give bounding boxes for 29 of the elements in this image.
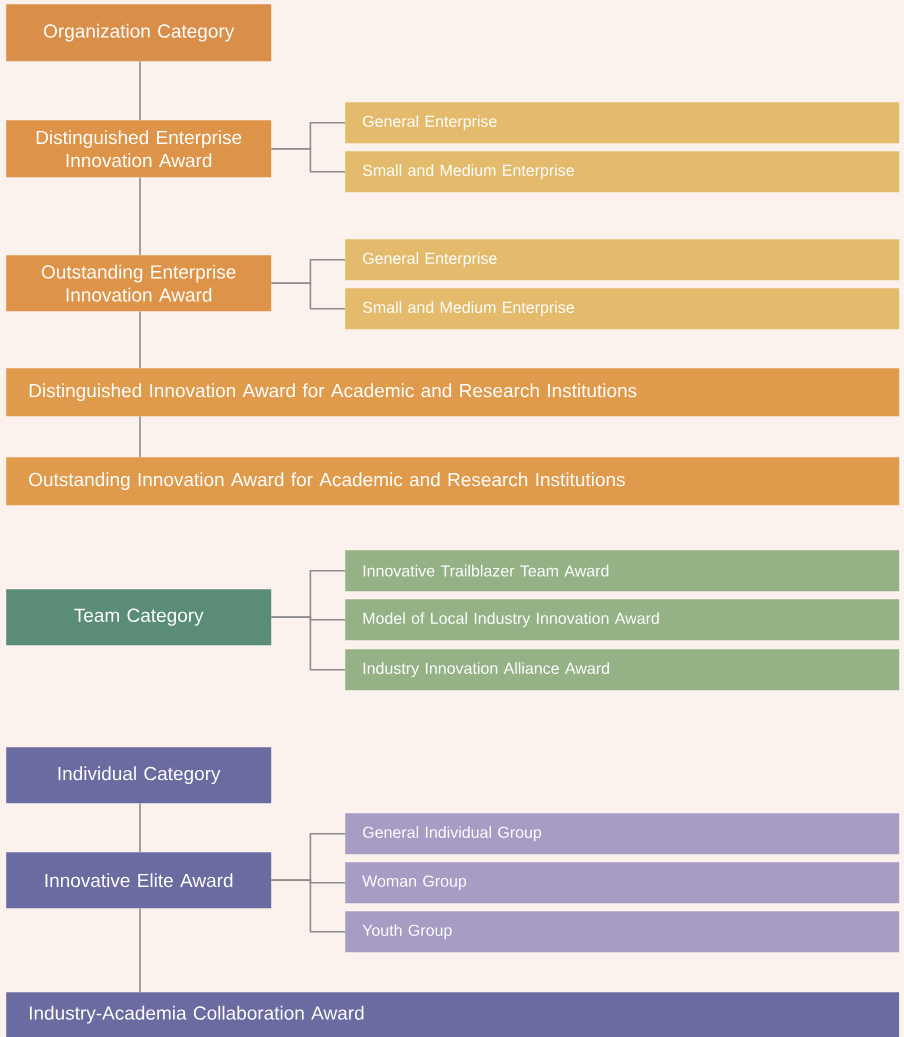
connector-line bbox=[139, 415, 141, 458]
connector-line bbox=[139, 176, 141, 256]
subcategory-box: General Enterprise bbox=[345, 102, 900, 144]
connector-line bbox=[139, 907, 141, 993]
subcategory-box: General Individual Group bbox=[345, 813, 900, 855]
connector-line bbox=[139, 310, 141, 369]
bracket-line bbox=[270, 879, 346, 933]
category-box: Individual Category bbox=[6, 747, 272, 804]
subcategory-box: Innovative Trailblazer Team Award bbox=[345, 550, 900, 592]
subcategory-box: Youth Group bbox=[345, 911, 900, 953]
category-box: Distinguished Enterprise Innovation Award bbox=[6, 120, 272, 178]
category-box: Outstanding Enterprise Innovation Award bbox=[6, 255, 272, 312]
bracket-line bbox=[270, 282, 346, 310]
award-box: Outstanding Innovation Award for Academic and Research Institutions bbox=[6, 457, 900, 506]
category-box: Team Category bbox=[6, 589, 272, 646]
bracket-line bbox=[270, 147, 346, 173]
subcategory-box: Small and Medium Enterprise bbox=[345, 151, 900, 193]
category-box: Organization Category bbox=[6, 4, 272, 62]
connector-line bbox=[139, 60, 141, 121]
subcategory-box: Industry Innovation Alliance Award bbox=[345, 649, 900, 691]
subcategory-box: Woman Group bbox=[345, 862, 900, 904]
connector-line bbox=[139, 802, 141, 853]
award-box: Distinguished Innovation Award for Academic and Research Institutions bbox=[6, 368, 900, 417]
bracket-line bbox=[270, 616, 346, 671]
subcategory-box: Model of Local Industry Innovation Award bbox=[345, 599, 900, 641]
category-box: Innovative Elite Award bbox=[6, 852, 272, 909]
subcategory-box: General Enterprise bbox=[345, 239, 900, 281]
award-box: Industry-Academia Collaboration Award bbox=[6, 992, 900, 1037]
subcategory-box: Small and Medium Enterprise bbox=[345, 288, 900, 330]
